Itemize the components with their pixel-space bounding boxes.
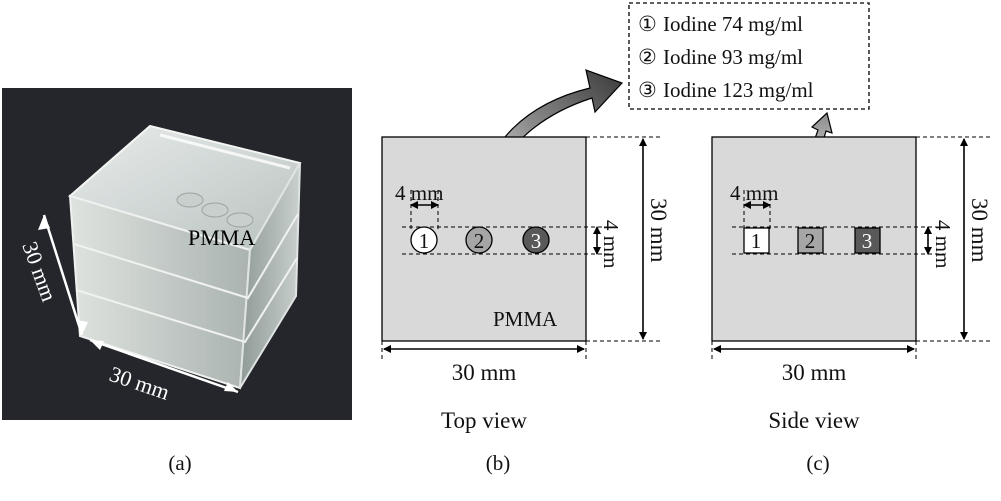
photo-panel: PMMA 30 mm 30 mm (a) xyxy=(2,88,352,475)
side-marker-3-square xyxy=(854,227,881,254)
cube-highlight xyxy=(159,133,291,170)
side-marker-2-square xyxy=(797,227,824,254)
top-view-panel: 4 mm 1 2 3 4 mm 30 mm 30 mm PMMA Top vie… xyxy=(381,136,671,475)
top-spacing-label: 4 mm xyxy=(395,181,443,205)
caption-c: (c) xyxy=(806,451,829,475)
side-view-panel: 4 mm 1 2 3 4 mm 30 mm 30 mm Side view (c… xyxy=(711,136,992,475)
legend-item-2-text: Iodine 93 mg/ml xyxy=(663,45,803,69)
side-view-title: Side view xyxy=(768,408,860,433)
side-marker-2-label: 2 xyxy=(805,229,816,253)
side-marker-1-label: 1 xyxy=(751,229,762,253)
photo-width-arrow xyxy=(89,338,239,394)
top-marker-3-label: 3 xyxy=(531,229,542,253)
top-height-label: 4 mm xyxy=(599,220,623,268)
side-marker-3-label: 3 xyxy=(862,229,873,253)
side-marker-1: 1 xyxy=(743,227,770,254)
photo-pmma-label: PMMA xyxy=(188,225,255,250)
legend-item-3-text: Iodine 123 mg/ml xyxy=(663,78,814,102)
photo-arrowhead xyxy=(76,320,88,335)
legend-item-3-number: ③ xyxy=(638,78,657,102)
side-marker-1-square xyxy=(743,227,770,254)
top-marker-3: 3 xyxy=(522,226,550,254)
legend: ① Iodine 74 mg/ml ② Iodine 93 mg/ml ③ Io… xyxy=(628,2,870,110)
top-bottom-label: 30 mm xyxy=(452,360,517,385)
top-marker-1: 1 xyxy=(410,226,438,254)
cube-hole xyxy=(226,212,254,228)
photo-arrowhead xyxy=(38,215,50,230)
pmma-cube-image xyxy=(67,124,302,390)
top-marker-3-circle xyxy=(522,226,550,254)
photo-arrowhead xyxy=(90,340,104,350)
cube-hole xyxy=(201,202,229,218)
cube-layer-line xyxy=(73,213,299,300)
caption-a: (a) xyxy=(168,451,191,475)
legend-item-2-number: ② xyxy=(638,45,657,69)
top-pmma-label: PMMA xyxy=(493,307,558,331)
top-marker-2-circle xyxy=(465,226,493,254)
legend-item-1-number: ① xyxy=(638,12,657,36)
side-side-label: 30 mm xyxy=(967,198,992,263)
top-marker-1-circle xyxy=(410,226,438,254)
caption-b: (b) xyxy=(486,451,511,475)
top-marker-2-label: 2 xyxy=(474,229,485,253)
photo-depth-arrow xyxy=(42,214,84,336)
side-marker-3: 3 xyxy=(854,227,881,254)
top-marker-1-label: 1 xyxy=(419,229,430,253)
side-marker-2: 2 xyxy=(797,227,824,254)
cube-layer-line xyxy=(75,257,298,344)
top-view-title: Top view xyxy=(441,408,527,433)
top-marker-2: 2 xyxy=(465,226,493,254)
side-spacing-label: 4 mm xyxy=(730,181,778,205)
legend-box xyxy=(628,2,870,110)
cube-hole xyxy=(176,192,204,208)
side-bottom-label: 30 mm xyxy=(782,360,847,385)
top-side-label: 30 mm xyxy=(646,198,671,263)
legend-item-1-text: Iodine 74 mg/ml xyxy=(663,12,803,36)
side-height-label: 4 mm xyxy=(931,220,955,268)
photo-arrowhead xyxy=(224,382,238,392)
